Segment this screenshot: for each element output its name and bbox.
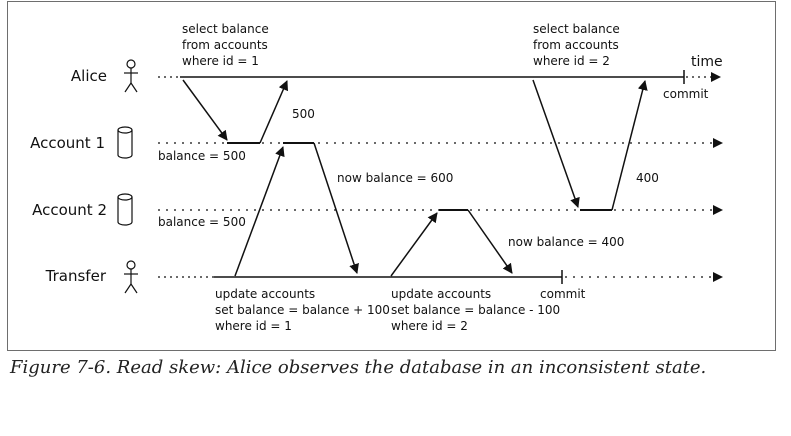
account1-new-balance-label: now balance = 600 xyxy=(337,171,453,185)
figure-frame xyxy=(7,1,776,351)
alice-query2-request-arrow xyxy=(532,79,580,208)
transfer-update1-text: update accounts set balance = balance + … xyxy=(215,287,394,333)
read-skew-diagram: Alice Account 1 Account 2 Transfer xyxy=(30,22,723,333)
transfer-commit-label: commit xyxy=(540,287,586,301)
alice-commit-label: commit xyxy=(663,87,709,101)
alice-read-value-400: 400 xyxy=(636,171,659,185)
transfer-update1-response-arrow xyxy=(313,142,359,274)
transfer-update2-text: update accounts set balance = balance - … xyxy=(391,287,564,333)
transfer-update1-request-arrow xyxy=(234,146,285,277)
account1-database-icon xyxy=(117,126,133,159)
actor-account2-label: Account 2 xyxy=(32,201,107,219)
alice-query1-request-arrow xyxy=(182,79,228,141)
transfer-person-icon xyxy=(124,260,138,294)
transfer-update2-request-arrow xyxy=(390,212,438,277)
alice-person-icon xyxy=(124,59,138,93)
actor-alice-label: Alice xyxy=(71,67,107,85)
alice-read-value-500: 500 xyxy=(292,107,315,121)
account2-database-icon xyxy=(117,193,133,226)
actor-account1-label: Account 1 xyxy=(30,134,105,152)
transfer-update2-response-arrow xyxy=(467,209,513,274)
figure-caption: Figure 7-6. Read skew: Alice observes th… xyxy=(10,357,707,378)
alice-query1-response-arrow xyxy=(259,80,288,144)
account2-new-balance-label: now balance = 400 xyxy=(508,235,624,249)
alice-query1-text: select balance from accounts where id = … xyxy=(182,22,273,68)
alice-query2-text: select balance from accounts where id = … xyxy=(533,22,624,68)
actor-transfer-label: Transfer xyxy=(45,267,107,285)
account1-balance-label: balance = 500 xyxy=(158,149,246,163)
alice-query2-response-arrow xyxy=(611,80,648,211)
time-axis-label: time xyxy=(691,54,723,70)
account2-balance-label: balance = 500 xyxy=(158,215,246,229)
